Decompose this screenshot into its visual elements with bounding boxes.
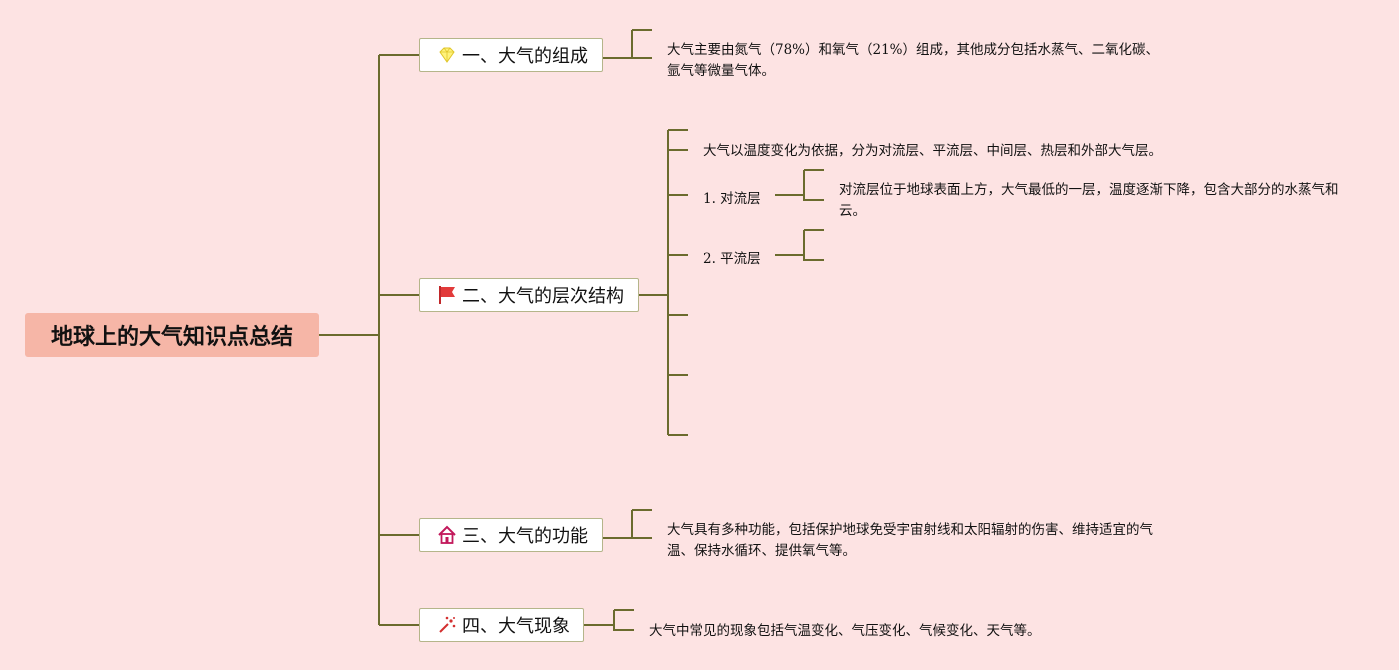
layers-note: 大气以温度变化为依据，分为对流层、平流层、中间层、热层和外部大气层。 [703, 143, 1162, 159]
sparkle-icon [436, 614, 458, 636]
root-topic[interactable]: 地球上的大气知识点总结 [25, 313, 319, 357]
diamond-icon [436, 44, 458, 66]
house-icon [436, 524, 458, 546]
phenomena-note: 大气中常见的现象包括气温变化、气压变化、气候变化、天气等。 [649, 623, 1041, 639]
troposphere-note: 对流层位于地球表面上方，大气最低的一层，温度逐渐下降，包含大部分的水蒸气和云。 [839, 182, 1339, 219]
branch-composition[interactable]: 一、大气的组成 [419, 38, 603, 72]
branch-label: 二、大气的层次结构 [462, 286, 624, 307]
branch-phenomena[interactable]: 四、大气现象 [419, 608, 584, 642]
functions-note: 大气具有多种功能，包括保护地球免受宇宙射线和太阳辐射的伤害、维持适宜的气温、保持… [667, 522, 1153, 559]
root-title: 地球上的大气知识点总结 [50, 325, 293, 350]
composition-note: 大气主要由氮气（78%）和氧气（21%）组成，其他成分包括水蒸气、二氧化碳、氩气… [667, 42, 1160, 79]
branch-label: 一、大气的组成 [462, 46, 588, 67]
sub-troposphere[interactable]: 1. 对流层 [703, 191, 761, 207]
branch-label: 四、大气现象 [462, 616, 570, 637]
branch-layers[interactable]: 二、大气的层次结构 [419, 278, 639, 312]
red-flag-icon [436, 284, 458, 306]
sub-stratosphere[interactable]: 2. 平流层 [703, 251, 761, 267]
branch-label: 三、大气的功能 [462, 526, 588, 547]
branch-functions[interactable]: 三、大气的功能 [419, 518, 603, 552]
